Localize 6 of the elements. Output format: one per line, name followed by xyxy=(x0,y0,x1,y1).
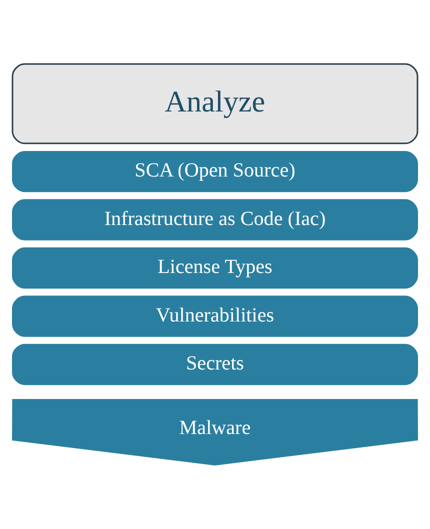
node-box: Analyze xyxy=(12,63,418,144)
node-box: Infrastructure as Code (Iac) xyxy=(12,199,418,240)
node-box: License Types xyxy=(12,247,418,289)
node-box: SCA (Open Source) xyxy=(12,150,418,192)
node-box: Secrets xyxy=(12,344,418,386)
node-box: Vulnerabilities xyxy=(12,296,418,337)
